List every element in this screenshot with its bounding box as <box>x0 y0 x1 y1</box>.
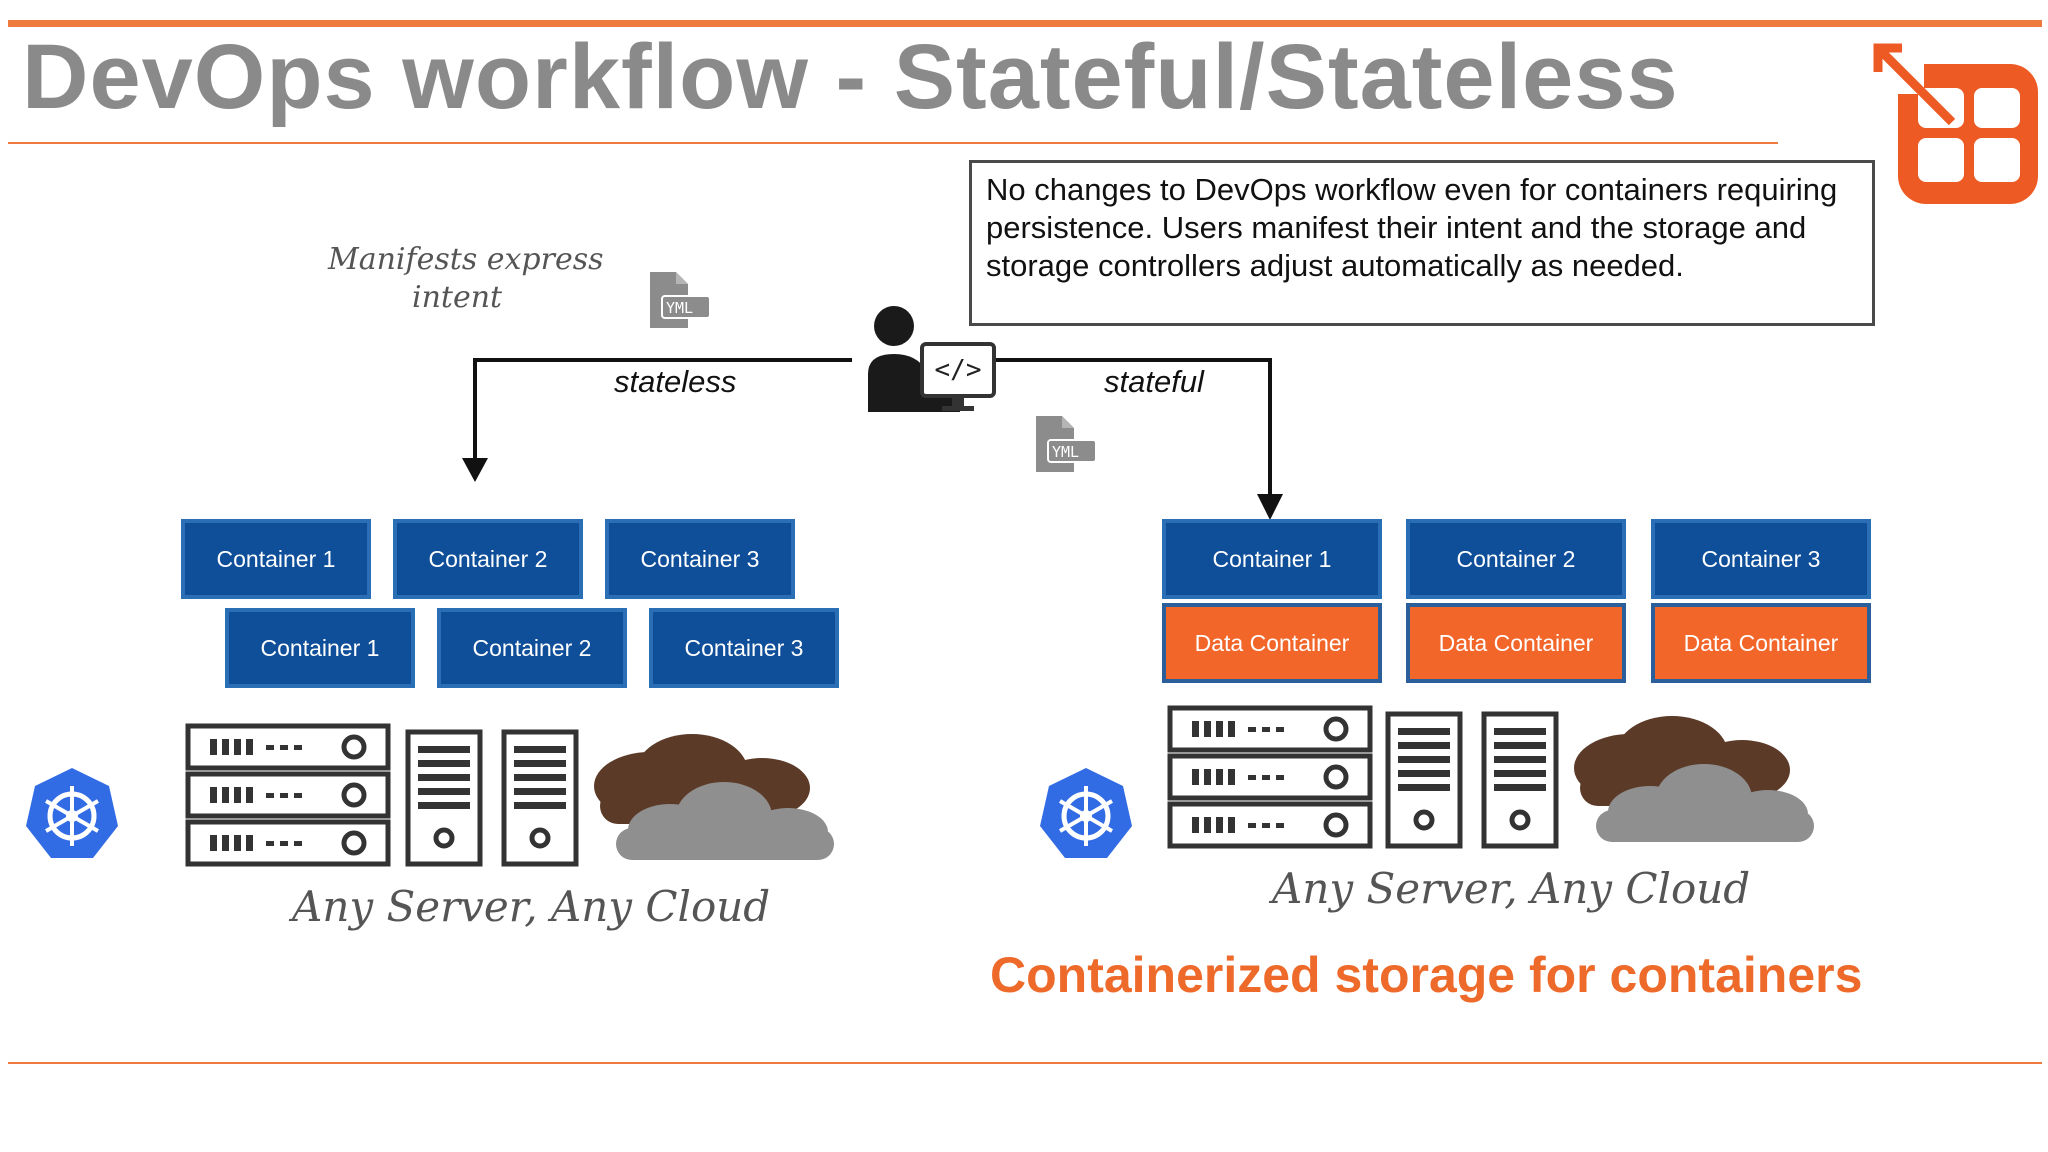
data-container-box: Data Container <box>1406 603 1626 683</box>
tower-server-icon <box>1385 711 1463 849</box>
stateful-container-box: Container 1 <box>1162 519 1382 599</box>
kubernetes-icon <box>1040 768 1132 858</box>
yml-label: YML <box>666 299 694 317</box>
flow-label-stateful: stateful <box>1104 364 1204 399</box>
flow-label-stateless: stateless <box>614 364 737 399</box>
tower-server-icon <box>501 729 579 867</box>
yml-label: YML <box>1052 443 1080 461</box>
note-box: No changes to DevOps workflow even for c… <box>969 160 1875 326</box>
rack-server-icon <box>185 723 391 867</box>
stateful-container-box: Container 2 <box>1406 519 1626 599</box>
logo-icon <box>1872 42 2038 204</box>
flow-arrows <box>462 358 1283 520</box>
bottom-rule <box>8 1062 2042 1064</box>
top-rule <box>8 20 2042 27</box>
page-title: DevOps workflow - Stateful/Stateless <box>22 26 1679 128</box>
stateless-container-box: Container 2 <box>393 519 583 599</box>
tower-server-icon <box>405 729 483 867</box>
yml-file-icon: YML <box>648 270 712 330</box>
title-underline <box>8 142 1778 144</box>
data-container-box: Data Container <box>1162 603 1382 683</box>
manifest-caption-line1: Manifests express <box>328 242 604 277</box>
yml-file-icon: YML <box>1034 414 1098 474</box>
tagline: Containerized storage for containers <box>990 947 1863 1003</box>
stateful-container-box: Container 3 <box>1651 519 1871 599</box>
stateless-container-box: Container 3 <box>649 608 839 688</box>
svg-text:</>: </> <box>935 355 982 385</box>
developer-icon: </> <box>868 306 996 412</box>
stateless-container-box: Container 2 <box>437 608 627 688</box>
stateless-caption: Any Server, Any Cloud <box>292 882 771 931</box>
manifest-caption-line2: intent <box>412 280 503 315</box>
stateless-container-box: Container 1 <box>225 608 415 688</box>
data-container-box: Data Container <box>1651 603 1871 683</box>
cloud-icon <box>1574 716 1814 842</box>
kubernetes-icon <box>26 768 118 858</box>
stateful-caption: Any Server, Any Cloud <box>1272 864 1751 913</box>
stateless-container-box: Container 3 <box>605 519 795 599</box>
stateless-container-box: Container 1 <box>181 519 371 599</box>
rack-server-icon <box>1167 705 1373 849</box>
cloud-icon <box>594 734 834 860</box>
tower-server-icon <box>1481 711 1559 849</box>
